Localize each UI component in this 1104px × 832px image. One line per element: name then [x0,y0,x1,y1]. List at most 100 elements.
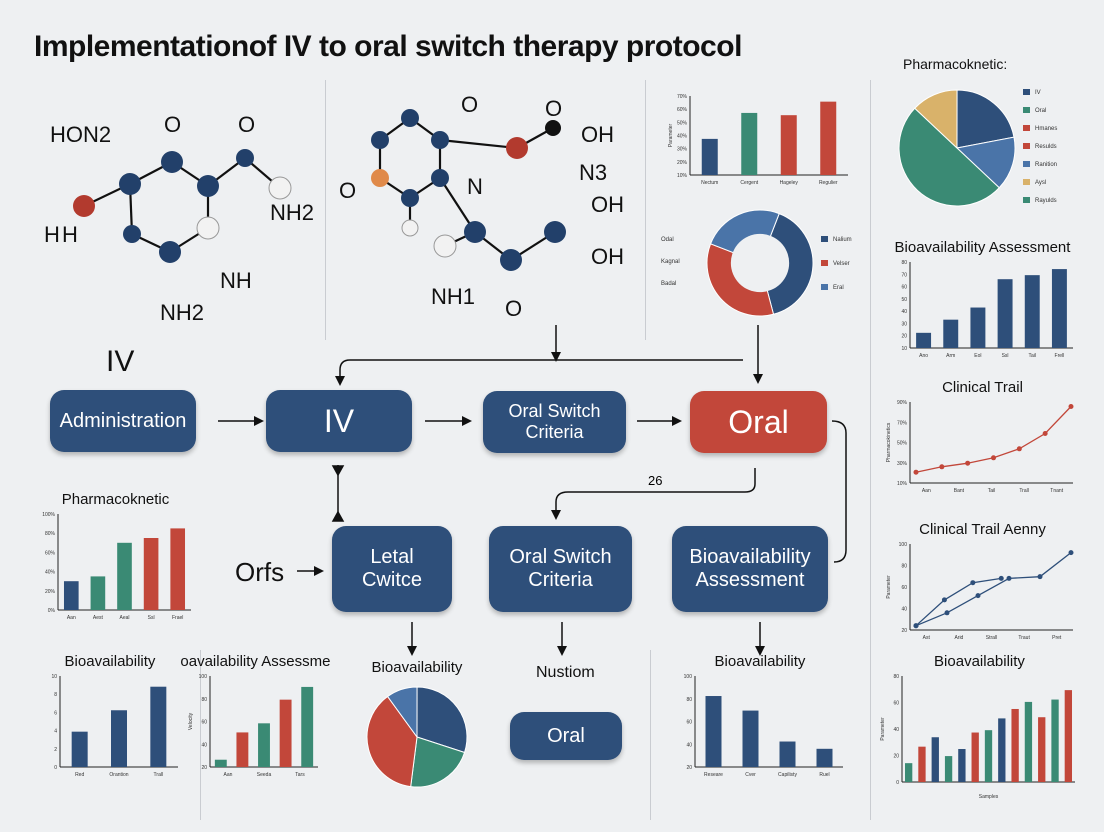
legend-swatch [821,236,828,242]
chart-title: Pharmacoknetic: [903,56,1007,72]
data-point [1016,446,1022,452]
chart-title: Bioavailability Assessment [895,239,1072,256]
y-tick-label: 60 [686,720,692,726]
bar [111,710,127,767]
data-point [913,623,919,629]
y-tick-label: 100 [899,542,908,548]
bar [944,756,953,782]
y-tick-label: 100 [199,674,208,680]
atom [506,137,528,159]
atom [161,151,183,173]
x-tick-label: Ruel [819,772,829,778]
bar [279,699,292,767]
x-tick-label: Tail [1028,353,1036,359]
y-tick-label: 60 [901,585,907,591]
chart-title: Bioavailability [715,653,806,670]
y-tick-label: 100% [42,512,55,518]
y-tick-label: 70% [897,420,908,426]
x-tick-label: Pret [1052,635,1062,641]
oral-box: Oral [690,391,827,453]
atom-label: HON2 [50,122,111,147]
y-axis-label: Parameter [880,717,886,741]
pie-slice [416,686,468,754]
legend-label: Nalium [833,237,852,243]
y-tick-label: 20% [677,160,688,166]
y-axis-label: Parameter [886,575,892,599]
y-tick-label: 70% [677,94,688,100]
y-tick-label: 0% [48,608,56,614]
chart-line-clinical-trail: Clinical TrailPharmacokinetics90%70%50%3… [886,379,1074,494]
bar [63,581,79,610]
atom [401,109,419,127]
bar [71,731,88,767]
data-point [913,469,919,475]
atom-label: H [44,222,60,247]
y-tick-label: 6 [54,710,57,716]
y-tick-label: 80 [686,697,692,703]
data-point [970,580,976,586]
divider [650,650,651,820]
chart-title: Bioavailability [65,653,156,670]
series-line [915,552,1072,627]
y-tick-label: 40 [201,742,207,748]
x-tick-label: Aan [224,772,233,778]
atom-label: N3 [579,160,607,185]
x-tick-label: Tars [295,772,305,778]
iv-box: IV [266,390,412,452]
x-tick-label: Aan [922,488,931,494]
y-tick-label: 90% [897,400,908,406]
bar [301,686,314,767]
y-tick-label: 10% [677,173,688,179]
nustiom-label: Nustiom [536,664,595,681]
bar [117,542,132,610]
atom-label: O [339,178,356,203]
atom [197,175,219,197]
atom [431,131,449,149]
y-tick-label: 100 [684,674,693,680]
y-tick-label: 30% [677,147,688,153]
atom-label: O [461,92,478,117]
atom [500,249,522,271]
atom-label: O [505,296,522,321]
data-point [939,464,945,470]
x-tick-label: Nectum [701,180,718,186]
series-line [915,406,1072,473]
y-tick-label: 20 [686,765,692,771]
side-label: Badal [661,281,676,287]
x-tick-label: Trall [154,772,164,778]
chart-pie-pharmacoknetic: Pharmacoknetic:IVOralHmanesResuldsRaniti… [898,56,1057,207]
x-tick-label: Tnant [1050,488,1063,494]
atom-label: O [238,112,255,137]
atom-label: OH [591,192,624,217]
x-tick-label: Tail [988,488,996,494]
y-tick-label: 4 [54,729,57,735]
x-tick-label: Frael [172,615,183,621]
bar [258,723,270,767]
atom [268,176,292,200]
bar [150,686,167,767]
bar [816,748,833,767]
y-tick-label: 40% [677,134,688,140]
legend-label: Rayulds [1035,198,1057,204]
data-point [991,455,996,461]
bar [970,307,986,348]
legend-swatch [1023,89,1030,95]
atom [123,225,141,243]
bar [1038,717,1046,782]
x-tick-label: Hageley [780,180,799,186]
y-axis-label: Velocity [188,712,194,730]
bar [971,732,979,782]
data-point [1068,550,1074,556]
y-tick-label: 60% [677,107,688,113]
x-tick-label: Regulier [819,180,838,186]
pie-slice [956,89,1015,149]
y-tick-label: 10 [901,346,907,352]
pie-slice [914,89,958,150]
x-tick-label: Eol [974,353,981,359]
atom-label: O [545,96,562,121]
legend-swatch [821,260,828,266]
